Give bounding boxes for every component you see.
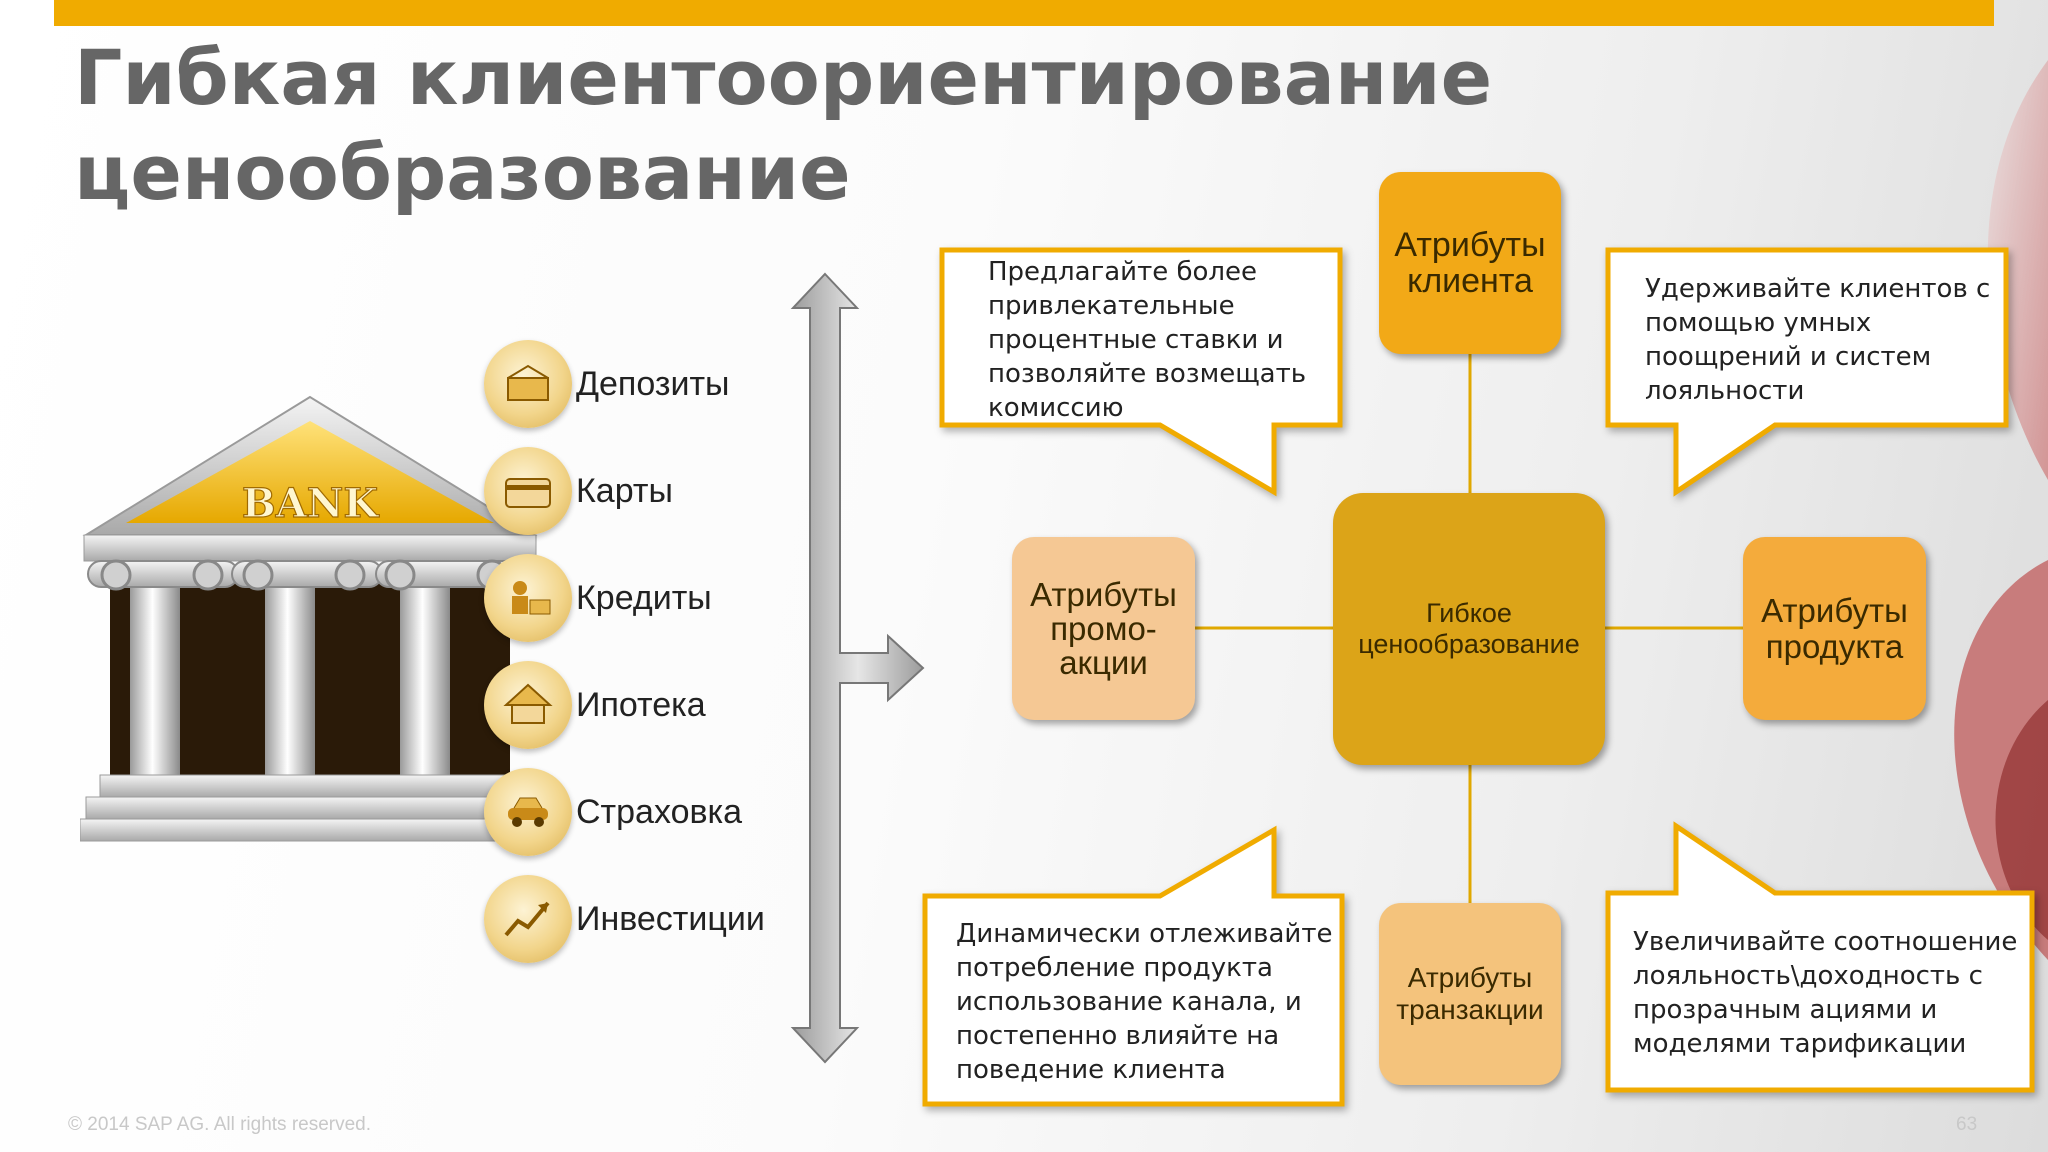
title-line-2: ценообразование bbox=[74, 128, 851, 217]
box-transaction-attributes: Атрибуты транзакции bbox=[1379, 903, 1561, 1085]
decorative-swoosh bbox=[1954, 60, 2048, 960]
product-label: Ипотека bbox=[576, 685, 706, 724]
product-label: Инвестиции bbox=[576, 899, 765, 938]
bank-building-icon: BANK bbox=[80, 395, 540, 842]
insurance-icon bbox=[484, 768, 572, 856]
box-product-attributes: Атрибуты продукта bbox=[1743, 537, 1926, 720]
box-promo-label: Атрибуты промо- акции bbox=[1030, 575, 1177, 681]
slide-title: Гибкая клиентоориентирование ценообразов… bbox=[74, 30, 1492, 220]
callout-top-right-shape bbox=[1605, 247, 2009, 497]
callout-bottom-right-shape bbox=[1605, 821, 2035, 1093]
bank-sign: BANK bbox=[242, 480, 379, 527]
product-label: Карты bbox=[576, 471, 673, 510]
product-item-credits: Кредиты bbox=[484, 554, 712, 642]
investment-icon bbox=[484, 875, 572, 963]
copyright: © 2014 SAP AG. All rights reserved. bbox=[68, 1114, 372, 1135]
product-item-mortgage: Ипотека bbox=[484, 661, 706, 749]
product-item-deposits: Депозиты bbox=[484, 340, 729, 428]
callout-bottom-left-shape bbox=[922, 825, 1345, 1107]
hub-flexible-pricing: Гибкое ценообразование bbox=[1333, 493, 1605, 765]
callout-top-left-shape bbox=[939, 247, 1343, 497]
mortgage-icon bbox=[484, 661, 572, 749]
callout-top-right: Удерживайте клиентов с помощью умных поо… bbox=[1645, 274, 1991, 406]
box-customer-attributes: Атрибуты клиента bbox=[1379, 172, 1561, 354]
product-label: Страховка bbox=[576, 792, 743, 831]
box-promo-attributes: Атрибуты промо- акции bbox=[1012, 537, 1195, 720]
credit-icon bbox=[484, 554, 572, 642]
product-item-investments: Инвестиции bbox=[484, 875, 765, 963]
top-accent-bar bbox=[54, 0, 1994, 26]
product-item-cards: Карты bbox=[484, 447, 673, 535]
callout-bottom-right: Увеличивайте соотношение лояльность\дохо… bbox=[1633, 927, 2018, 1059]
callout-top-left: Предлагайте более привлекательные процен… bbox=[988, 257, 1307, 423]
callout-bottom-left: Динамически отлеживайте потребление прод… bbox=[956, 919, 1333, 1085]
card-icon bbox=[484, 447, 572, 535]
product-label: Кредиты bbox=[576, 578, 712, 617]
product-label: Депозиты bbox=[576, 364, 730, 403]
product-item-insurance: Страховка bbox=[484, 768, 742, 856]
double-arrow-icon bbox=[790, 272, 925, 1064]
page-number: 63 bbox=[1956, 1114, 1978, 1135]
title-line-1: Гибкая клиентоориентирование bbox=[74, 33, 1493, 122]
deposit-icon bbox=[484, 340, 572, 428]
